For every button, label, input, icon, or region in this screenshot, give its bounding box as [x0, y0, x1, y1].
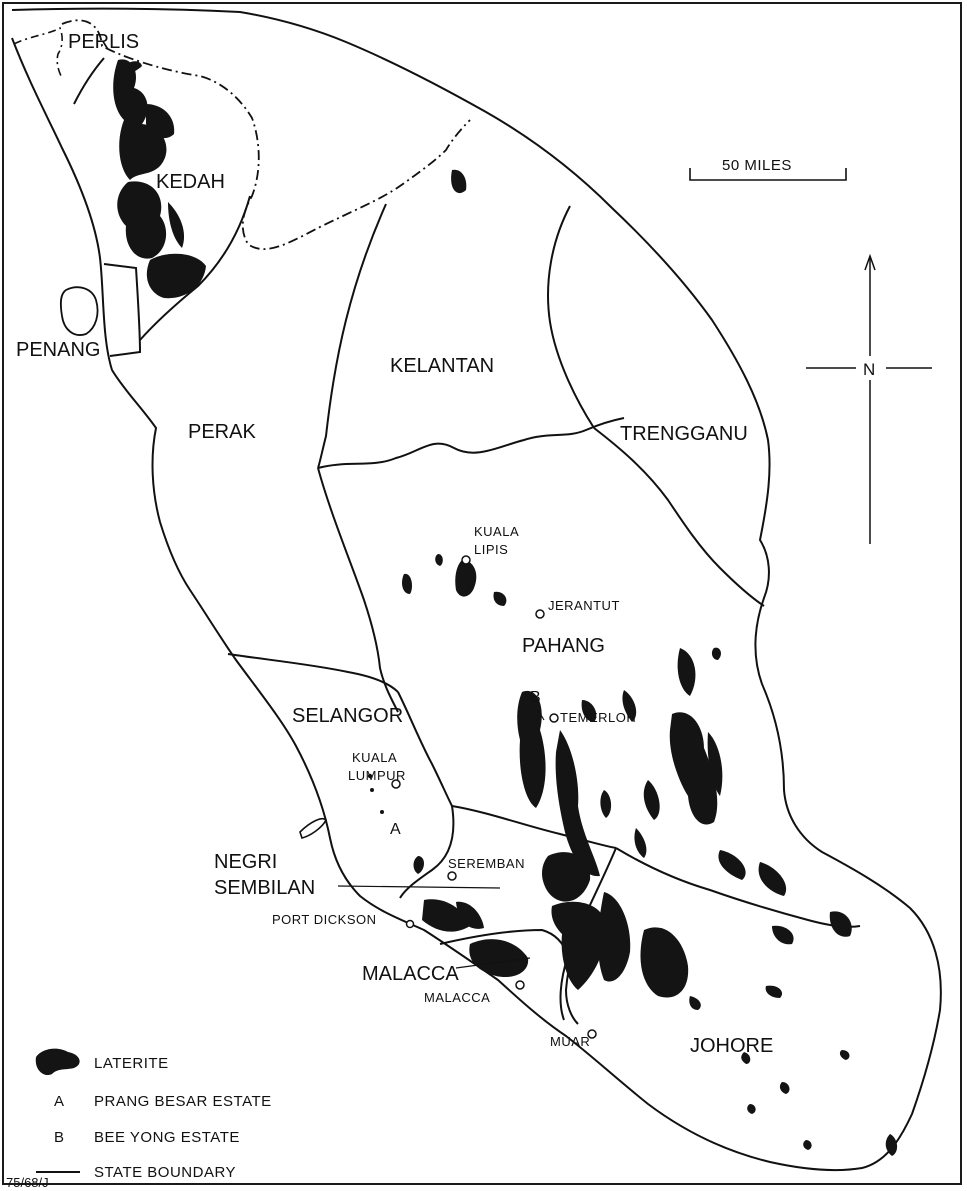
legend-label-bee-yong: BEE YONG ESTATE: [94, 1129, 240, 1146]
site-marker-a: A: [390, 821, 401, 838]
scale-bar-label: 50 MILES: [722, 157, 792, 174]
leader-lines: [337, 709, 545, 969]
state-label-trengganu: TRENGGANU: [620, 423, 748, 445]
state-label-kedah: KEDAH: [156, 171, 225, 193]
town-label-kuala-lipis-2: LIPIS: [474, 542, 508, 557]
legend-label-laterite: LATERITE: [94, 1055, 169, 1072]
state-label-perak: PERAK: [188, 421, 256, 443]
penang-island: [59, 286, 99, 336]
small-laterite-dots: [367, 773, 384, 814]
legend-symbol-a: A: [54, 1093, 65, 1110]
coastal-islet: [299, 817, 327, 839]
town-label-seremban: SEREMBAN: [448, 856, 525, 871]
state-boundaries: [73, 57, 861, 1025]
legend-symbol-b: B: [54, 1129, 65, 1146]
town-marker-jerantut: [535, 609, 545, 619]
town-label-jerantut: JERANTUT: [548, 598, 620, 613]
legend-label-state-boundary: STATE BOUNDARY: [94, 1164, 236, 1181]
town-marker-kuala-lumpur: [391, 779, 401, 789]
perlis-boundary: [13, 26, 63, 79]
state-label-kelantan: KELANTAN: [390, 355, 494, 377]
state-label-selangor: SELANGOR: [292, 705, 403, 727]
site-marker-b: B: [530, 689, 541, 706]
town-label-temerloh: TEMERLOH: [560, 710, 636, 725]
legend-label-prang-besar: PRANG BESAR ESTATE: [94, 1093, 272, 1110]
town-markers: [391, 555, 597, 1039]
north-arrow-label: N: [863, 360, 875, 379]
laterite-patches: [113, 59, 898, 1156]
figure-code: 75/68/J: [6, 1175, 49, 1190]
state-label-malacca: MALACCA: [362, 963, 459, 985]
state-label-pahang: PAHANG: [522, 635, 605, 657]
state-label-sembilan: SEMBILAN: [214, 877, 315, 899]
town-marker-malacca: [515, 980, 525, 990]
malacca-leader: [455, 957, 531, 969]
scale-bar: [689, 168, 847, 181]
coastline: [11, 7, 942, 1171]
town-label-malacca: MALACCA: [424, 990, 490, 1005]
state-label-negri: NEGRI: [214, 851, 277, 873]
town-marker-temerloh: [549, 713, 559, 723]
legend: LATERITE A PRANG BESAR ESTATE B BEE YONG…: [35, 1048, 272, 1181]
state-label-johore: JOHORE: [690, 1035, 773, 1057]
negri-sembilan-leader: [337, 885, 501, 889]
state-label-perlis: PERLIS: [68, 31, 139, 53]
north-arrow: [806, 253, 932, 544]
town-label-kuala-lumpur-1: KUALA: [352, 750, 397, 765]
town-label-port-dickson: PORT DICKSON: [272, 912, 376, 927]
town-marker-seremban: [447, 871, 457, 881]
legend-laterite-symbol: [35, 1048, 80, 1076]
town-label-kuala-lipis-1: KUALA: [474, 524, 519, 539]
town-marker-port-dickson: [405, 919, 415, 929]
town-marker-muar: [587, 1029, 597, 1039]
state-label-penang: PENANG: [16, 339, 100, 361]
town-marker-kuala-lipis: [461, 555, 471, 565]
town-label-muar: MUAR: [550, 1034, 590, 1049]
b-leader: [537, 709, 545, 721]
town-label-kuala-lumpur-2: LUMPUR: [348, 768, 406, 783]
